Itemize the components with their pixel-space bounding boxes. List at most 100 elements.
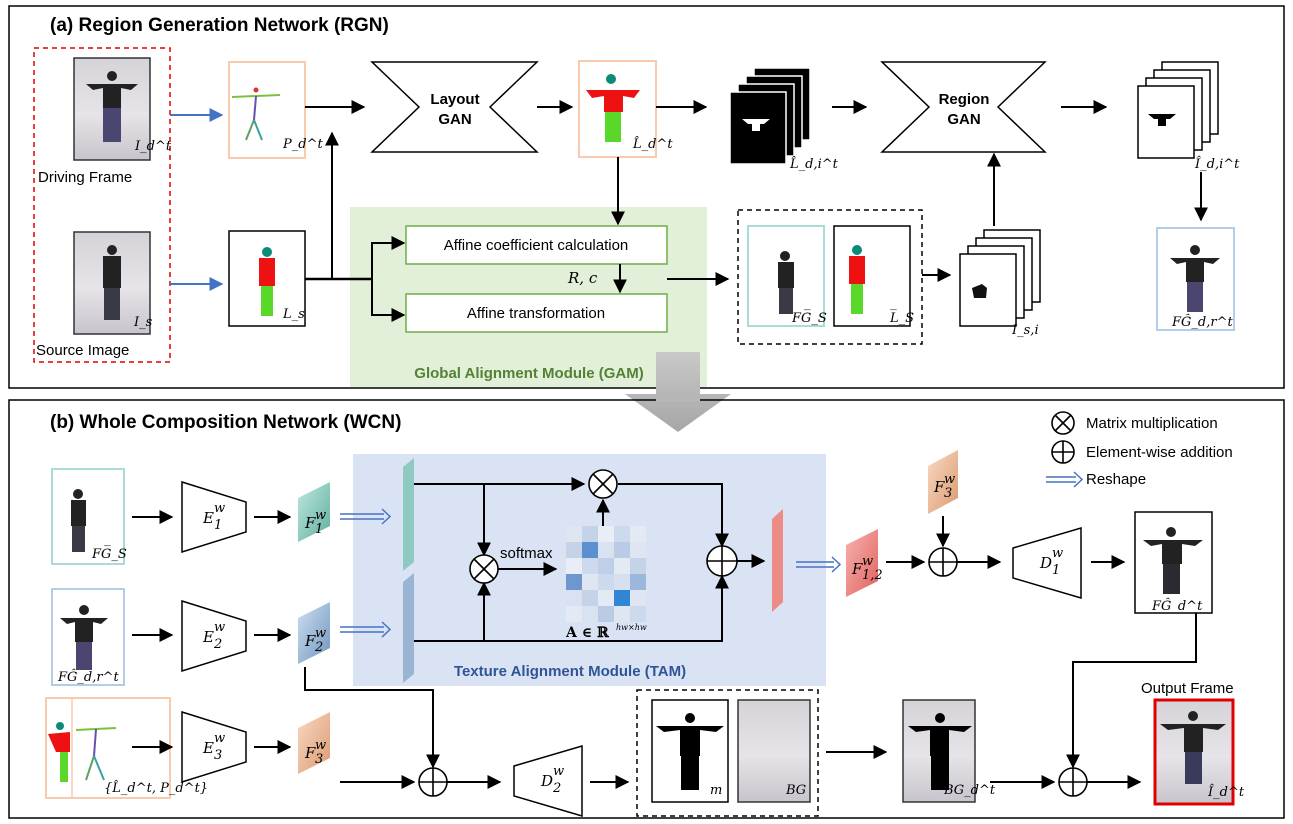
input-group <box>33 47 171 363</box>
arrow-key-to-add <box>484 574 729 642</box>
f3-left-label: F <box>304 744 316 762</box>
wcn-title: (b) Whole Composition Network (WCN) <box>50 412 401 433</box>
f1-label: F <box>304 514 316 532</box>
pose-image <box>228 61 306 159</box>
feature-f3-top <box>928 450 958 514</box>
source-region-symbol: I_s,i <box>1011 323 1039 338</box>
add-node-top <box>928 547 958 577</box>
e3-label: E <box>202 739 214 757</box>
layout-gan <box>370 61 539 153</box>
e2-sub: 2 <box>213 637 222 652</box>
output-frame-image <box>1153 698 1235 806</box>
affine-coefficients-symbol: R, c <box>567 269 598 287</box>
predicted-layout-image <box>578 60 657 158</box>
source-region-stack <box>959 229 1041 327</box>
encoder-e3 <box>181 710 247 784</box>
region-output-stack <box>1137 61 1219 159</box>
arrow-gam-to-calc <box>371 236 406 279</box>
warped-background-symbol: BG_d^t <box>943 783 996 798</box>
feature-f12 <box>846 529 878 597</box>
refined-foreground-image <box>1134 511 1213 614</box>
f3-left-sup: w <box>315 738 326 753</box>
mask-background-group <box>636 689 819 817</box>
layout-mask-symbol: L̂_d,i^t <box>789 156 839 172</box>
attention-label-sup: hw×hw <box>616 623 647 632</box>
reshape-arrow-fused <box>796 556 842 573</box>
arrow-foreground-to-final-add <box>1066 613 1197 769</box>
predicted-layout-symbol: L̂_d^t <box>632 136 673 152</box>
driving-frame-image <box>73 57 151 161</box>
rgn-title: (a) Region Generation Network (RGN) <box>50 15 389 36</box>
attention-label: A ∈ ℝ <box>565 625 610 641</box>
f3-top-sup: w <box>944 472 955 487</box>
d2-sub: 2 <box>552 781 561 796</box>
source-image-symbol: I_s <box>133 315 153 330</box>
legend-add-label: Element-wise addition <box>1086 444 1233 461</box>
add-node-bottom <box>418 767 448 797</box>
d1-label: D <box>1039 554 1052 572</box>
region-gan-label-2: GAN <box>947 111 980 128</box>
f1-sup: w <box>315 508 326 523</box>
layout-gan-label-2: GAN <box>438 111 471 128</box>
aligned-foreground-symbol: FG̅_S <box>791 310 827 326</box>
background-image <box>737 699 811 803</box>
driving-frame-symbol: I_d^t <box>134 139 172 154</box>
d2-label: D <box>540 772 553 790</box>
d1-sup: w <box>1052 546 1063 561</box>
decoder-d1 <box>1012 526 1082 600</box>
gam-label: Global Alignment Module (GAM) <box>414 365 643 382</box>
wcn-composed-foreground-symbol: FĜ_d,r^t <box>57 668 119 685</box>
source-layout-image <box>228 230 306 327</box>
f2-sub: 2 <box>314 640 323 655</box>
tam-add <box>706 545 738 577</box>
f3-top-sub: 3 <box>944 486 952 501</box>
wcn-aligned-foreground-input <box>51 468 125 565</box>
arrow-matmul-top-to-add <box>618 483 729 548</box>
layout-pose-symbol: {L̂_d^t, P_d^t} <box>104 780 208 796</box>
feature-f1 <box>298 482 330 542</box>
e1-sup: w <box>214 501 225 516</box>
source-image-label: Source Image <box>36 342 129 359</box>
composed-foreground-image <box>1156 227 1235 331</box>
tam-label: Texture Alignment Module (TAM) <box>454 663 686 680</box>
output-frame-symbol: Î_d^t <box>1207 784 1245 800</box>
f2-sup: w <box>315 626 326 641</box>
feature-f3-left <box>298 712 330 774</box>
e3-sub: 3 <box>214 748 222 763</box>
pose-symbol: P_d^t <box>282 137 323 152</box>
refined-foreground-symbol: FĜ_d^t <box>1151 597 1203 614</box>
affine-calc-label: Affine coefficient calculation <box>444 237 629 254</box>
f3-left-sub: 3 <box>315 752 323 767</box>
driving-frame-label: Driving Frame <box>38 169 132 186</box>
f12-sub: 1,2 <box>862 568 883 583</box>
legend-matmul-label: Matrix multiplication <box>1086 415 1218 432</box>
aligned-foreground-image <box>747 225 825 327</box>
source-image <box>73 231 151 335</box>
aligned-layout-symbol: L̅_S <box>889 310 914 326</box>
f3-top-label: F <box>933 478 945 496</box>
output-frame-label: Output Frame <box>1141 680 1234 697</box>
arrow-gam-to-transform <box>371 279 406 322</box>
affine-transform-box <box>405 293 668 333</box>
f1-sub: 1 <box>315 522 323 537</box>
arrow-f2-to-bottom-add <box>304 667 440 769</box>
warped-background-image <box>902 699 976 803</box>
reshape-legend-icon <box>1046 471 1084 488</box>
e3-sup: w <box>214 731 225 746</box>
encoder-e1 <box>181 480 247 554</box>
tam-fused-feature <box>772 509 783 612</box>
legend: Matrix multiplication Element-wise addit… <box>1046 411 1233 488</box>
tam-matmul-top <box>588 469 618 499</box>
tam-key-feature <box>403 573 414 683</box>
aligned-outputs-group <box>737 209 923 345</box>
e1-label: E <box>202 509 214 527</box>
mask-symbol: m <box>710 783 722 798</box>
panel-transition-arrow <box>625 352 731 432</box>
e2-label: E <box>202 628 214 646</box>
region-gan-label-1: Region <box>939 91 990 108</box>
decoder-d2 <box>513 744 583 818</box>
composed-foreground-symbol: FĜ_d,r^t <box>1171 313 1233 330</box>
encoder-e2 <box>181 599 247 673</box>
tam-query-feature <box>403 458 414 571</box>
